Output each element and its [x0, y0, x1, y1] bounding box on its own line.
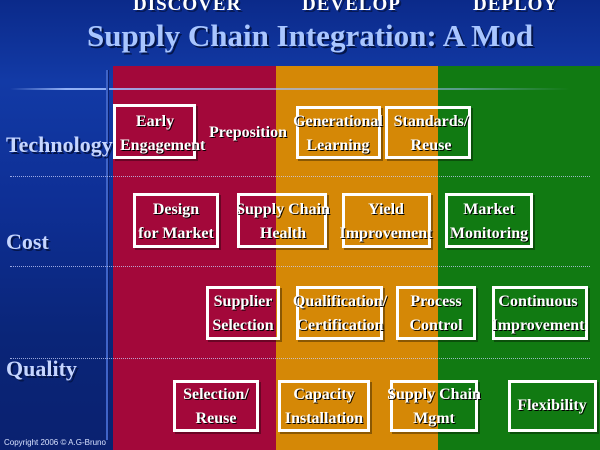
row-divider-1 — [10, 176, 590, 177]
label-process-control: Process Control — [409, 293, 463, 334]
box-flexibility — [508, 380, 597, 432]
box-early-engagement — [113, 104, 196, 159]
phase-discover: DISCOVER — [133, 0, 242, 15]
copyright-notice: Copyright 2006 © A.G-Bruno — [4, 438, 106, 447]
phase-deploy: DEPLOY — [473, 0, 559, 15]
box-standards-reuse — [385, 106, 471, 159]
label-standards-reuse: Standards/ Reuse — [393, 113, 469, 154]
row-label-quality: Quality — [6, 356, 77, 381]
label-continuous-improvement: Continuous Improvement — [491, 293, 585, 334]
deploy-band — [438, 66, 600, 450]
phase-develop: DEVELOP — [302, 0, 401, 15]
label-generational-learning: Generational Learning — [293, 113, 383, 154]
label-selection-reuse: Selection/ Reuse — [183, 386, 249, 427]
row-label-cost: Cost — [6, 229, 49, 254]
label-capacity-installation: Capacity Installation — [284, 386, 364, 427]
row-label-technology: Technology — [6, 132, 113, 157]
box-process-control — [396, 286, 476, 340]
box-design-for-market — [133, 193, 219, 248]
label-market-monitoring: Market Monitoring — [449, 201, 529, 242]
label-design-for-market: Design for Market — [138, 201, 214, 242]
top-rule — [10, 88, 570, 90]
box-qualification-certification — [296, 286, 383, 340]
label-early-engagement: Early Engagement — [120, 113, 206, 154]
box-selection-reuse — [173, 380, 259, 432]
box-market-monitoring — [445, 193, 533, 248]
label-preposition: Preposition — [209, 124, 287, 141]
label-flexibility: Flexibility — [517, 397, 587, 414]
box-capacity-installation — [278, 380, 370, 432]
box-continuous-improvement — [492, 286, 588, 340]
box-supply-chain-mgmt — [390, 380, 478, 432]
label-yield-improvement: Yield Improvement — [339, 201, 433, 242]
box-supplier-selection — [206, 286, 280, 340]
label-qualification-certification: Qualification/ Certification — [292, 293, 388, 334]
row-divider-2 — [10, 266, 590, 267]
box-yield-improvement — [342, 193, 431, 248]
label-supply-chain-mgmt: Supply Chain Mgmt — [387, 386, 481, 427]
label-supply-chain-health: Supply Chain Health — [236, 201, 330, 242]
slide-title: Supply Chain Integration: A Mod — [87, 18, 534, 53]
row-divider-3 — [10, 358, 590, 359]
box-generational-learning — [296, 106, 381, 159]
label-supplier-selection: Supplier Selection — [212, 293, 274, 334]
left-rule — [106, 70, 108, 440]
box-supply-chain-health — [237, 193, 327, 248]
develop-band — [276, 66, 438, 450]
